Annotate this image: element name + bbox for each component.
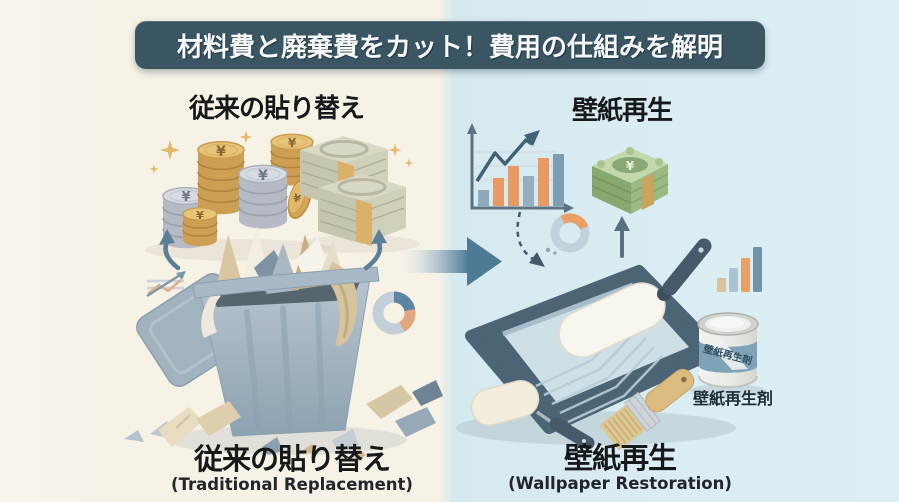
paint-brush-icon — [599, 368, 695, 451]
right-caption-english: (Wallpaper Restoration) — [508, 474, 732, 494]
svg-text:¥: ¥ — [181, 190, 190, 205]
banner-title: 材料費と廃棄費をカット！費用の仕組みを解明 — [135, 21, 765, 69]
coin-stack-icon: ¥ ¥ ¥ — [162, 133, 314, 249]
line-chart-icon — [146, 271, 186, 298]
transition-arrow-icon — [399, 237, 502, 286]
right-panel-heading: 壁紙再生 — [572, 96, 673, 126]
trash-bin-icon — [124, 226, 443, 461]
growth-chart-icon — [467, 123, 574, 213]
right-caption-japanese: 壁紙再生 — [563, 441, 677, 475]
paint-can-icon — [690, 312, 766, 398]
svg-text:¥: ¥ — [291, 191, 303, 206]
donut-chart-icon — [545, 213, 590, 255]
left-panel-art: ¥ ¥ ¥ — [124, 130, 443, 461]
right-panel-caption: 壁紙再生 (Wallpaper Restoration) — [508, 441, 732, 494]
svg-text:¥: ¥ — [258, 168, 268, 184]
svg-text:¥: ¥ — [216, 144, 226, 160]
svg-text:¥: ¥ — [196, 209, 204, 222]
sparkle-icon — [149, 130, 414, 174]
money-stack-icon: ¥ — [591, 147, 669, 214]
svg-text:¥: ¥ — [626, 159, 635, 173]
svg-text:¥: ¥ — [288, 136, 297, 150]
right-panel-art: ¥ — [456, 123, 766, 451]
curved-arrow-icon — [159, 229, 387, 271]
left-panel-caption: 従来の貼り替え (Traditional Replacement) — [171, 442, 413, 495]
wallpaper-scrap-icon — [124, 380, 443, 461]
money-bundle-icon — [300, 136, 406, 246]
product-name-label: 壁紙再生剤 — [692, 389, 774, 408]
donut-chart-icon — [372, 291, 416, 335]
up-arrow-icon — [614, 216, 630, 258]
small-paint-roller-icon — [470, 380, 595, 450]
paint-roller-icon — [558, 238, 712, 358]
left-caption-japanese: 従来の貼り替え — [193, 442, 391, 476]
left-caption-english: (Traditional Replacement) — [171, 475, 413, 495]
bar-chart-icon — [717, 247, 762, 292]
left-panel-heading: 従来の貼り替え — [189, 94, 365, 124]
dashed-arrow-icon — [516, 211, 545, 267]
